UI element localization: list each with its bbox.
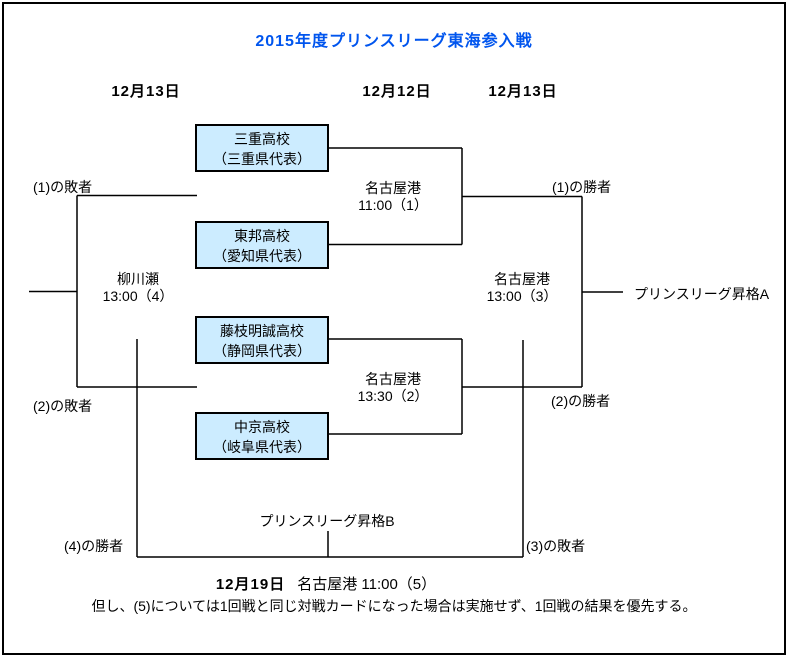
team-box-toho: 東邦高校 （愛知県代表） bbox=[195, 221, 329, 269]
label-winner-of-match2: (2)の勝者 bbox=[551, 393, 611, 409]
date-header-right: 12月13日 bbox=[488, 83, 558, 100]
match5-venue-time: 名古屋港 11:00（5） bbox=[297, 576, 437, 593]
match1-venue: 名古屋港 bbox=[365, 180, 421, 196]
team-representative: （愛知県代表） bbox=[213, 248, 311, 264]
match4-time: 13:00（4） bbox=[102, 288, 174, 304]
match4-venue: 柳川瀬 bbox=[117, 271, 159, 287]
match2-label: 名古屋港 13:30（2） bbox=[323, 371, 463, 405]
match3-time: 13:00（3） bbox=[486, 288, 558, 304]
team-box-fujieda-meisei: 藤枝明誠高校 （静岡県代表） bbox=[195, 316, 329, 364]
label-winner-of-match1: (1)の勝者 bbox=[552, 179, 612, 195]
match5-schedule: 12月19日名古屋港 11:00（5） bbox=[126, 573, 526, 594]
match2-venue: 名古屋港 bbox=[365, 371, 421, 387]
label-promotion-b: プリンスリーグ昇格B bbox=[259, 513, 395, 529]
team-name: 東邦高校 bbox=[234, 228, 290, 244]
match1-time: 11:00（1） bbox=[358, 197, 428, 213]
team-representative: （三重県代表） bbox=[213, 151, 311, 167]
footnote: 但し、(5)については1回戦と同じ対戦カードになった場合は実施せず、1回戦の結果… bbox=[91, 598, 697, 614]
team-box-chukyo: 中京高校 （岐阜県代表） bbox=[195, 412, 329, 460]
team-name: 藤枝明誠高校 bbox=[220, 323, 304, 339]
match4-label: 柳川瀬 13:00（4） bbox=[68, 271, 208, 305]
date-header-left: 12月13日 bbox=[111, 83, 181, 100]
label-promotion-a: プリンスリーグ昇格A bbox=[634, 286, 770, 302]
page-title: 2015年度プリンスリーグ東海参入戦 bbox=[255, 33, 533, 50]
label-loser-of-match1: (1)の敗者 bbox=[33, 179, 93, 195]
match2-time: 13:30（2） bbox=[357, 388, 429, 404]
date-header-middle: 12月12日 bbox=[362, 83, 432, 100]
team-name: 三重高校 bbox=[234, 131, 290, 147]
team-representative: （静岡県代表） bbox=[213, 343, 311, 359]
team-box-mie: 三重高校 （三重県代表） bbox=[195, 124, 329, 172]
match3-venue: 名古屋港 bbox=[494, 271, 550, 287]
label-loser-of-match2: (2)の敗者 bbox=[33, 398, 93, 414]
match3-label: 名古屋港 13:00（3） bbox=[452, 271, 592, 305]
label-winner-of-match4: (4)の勝者 bbox=[64, 538, 124, 554]
team-representative: （岐阜県代表） bbox=[213, 439, 311, 455]
match5-date: 12月19日 bbox=[215, 576, 286, 593]
match1-label: 名古屋港 11:00（1） bbox=[323, 180, 463, 214]
team-name: 中京高校 bbox=[234, 419, 290, 435]
label-loser-of-match3: (3)の敗者 bbox=[526, 538, 586, 554]
